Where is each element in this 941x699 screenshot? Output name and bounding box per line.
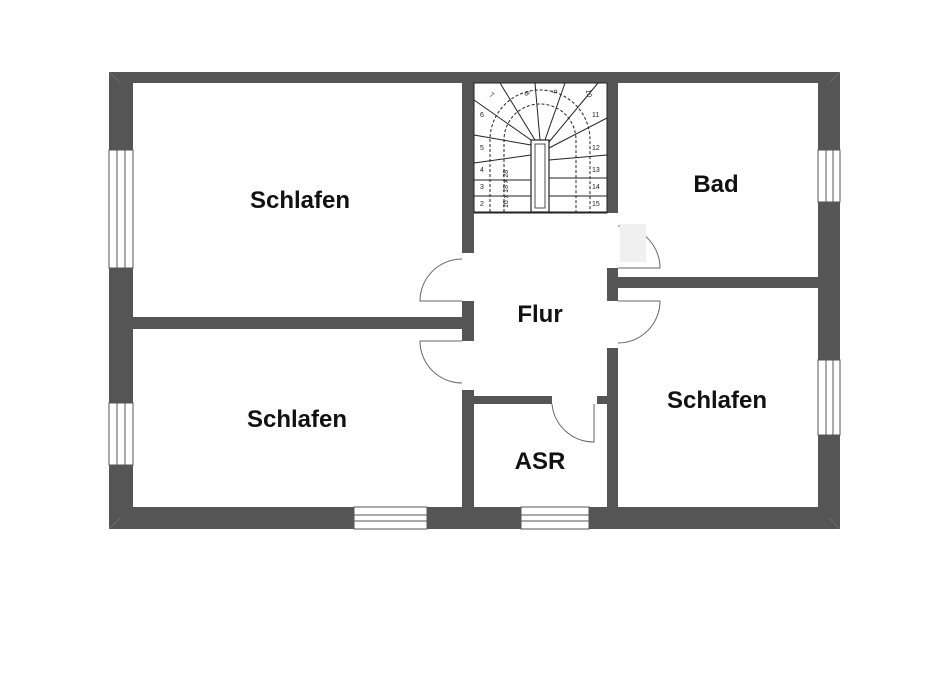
- outer-wall-right: [818, 72, 840, 529]
- window-left-upper: [108, 149, 134, 269]
- corner-marks: [108, 71, 841, 530]
- step-number: 6: [480, 112, 484, 119]
- room-label-storage: ASR: [515, 448, 566, 475]
- step-number: 2: [480, 201, 484, 208]
- wall-stair-right: [607, 83, 618, 213]
- step-number: 14: [592, 184, 600, 191]
- stair-specification: 16 x 18 x 28: [503, 170, 510, 208]
- door-bedroom-right: [617, 300, 661, 344]
- door-bedroom-top-left: [419, 258, 463, 302]
- interior-walls: [133, 83, 818, 507]
- wall-stair-left-mid: [462, 301, 474, 341]
- wall-stair-left-upper: [462, 83, 474, 253]
- step-number: 4: [480, 167, 484, 174]
- room-label-hallway: Flur: [517, 301, 562, 328]
- room-label-bedroom-right: Schlafen: [667, 387, 767, 414]
- outer-wall-top: [109, 72, 840, 83]
- step-number: 5: [480, 145, 484, 152]
- outer-wall-bottom: [109, 507, 840, 529]
- step-number: 10: [584, 89, 592, 98]
- door-storage: [551, 403, 595, 443]
- window-left-lower: [108, 402, 134, 466]
- wall-storage-top-left: [474, 396, 552, 404]
- step-number: 11: [592, 112, 599, 119]
- wall-left-rooms-divider: [133, 317, 474, 329]
- step-number: 7: [488, 92, 495, 100]
- wall-storage-left: [462, 390, 474, 507]
- room-label-bedroom-top-left: Schlafen: [250, 187, 350, 214]
- stair-walk-line: [503, 103, 577, 212]
- room-labels: Schlafen Schlafen Bad Flur Schlafen ASR: [247, 171, 767, 475]
- room-label-bathroom: Bad: [693, 171, 738, 198]
- wall-hall-right-pier: [607, 268, 618, 301]
- window-bottom-middle: [520, 506, 590, 530]
- staircase: 2 3 4 5 6 7 8 9 10 11 12 13 14 15 16 x 1…: [473, 82, 608, 214]
- step-number: 8: [522, 91, 530, 98]
- wall-storage-right: [607, 348, 618, 507]
- window-right-upper: [817, 149, 841, 203]
- stair-treads: [473, 82, 608, 213]
- step-number: 15: [592, 201, 600, 208]
- bath-door-shadow: [620, 224, 646, 262]
- window-bottom-left: [353, 506, 428, 530]
- step-number: 9: [550, 89, 558, 94]
- step-number: 12: [592, 145, 600, 152]
- wall-storage-top-right: [597, 396, 607, 404]
- windows: [108, 149, 841, 530]
- room-label-bedroom-bottom-left: Schlafen: [247, 406, 347, 433]
- window-right-lower: [817, 359, 841, 436]
- door-bedroom-bottom-left: [419, 340, 463, 384]
- stair-step-numbers: 2 3 4 5 6 7 8 9 10 11 12 13 14 15: [480, 89, 600, 208]
- step-number: 3: [480, 184, 484, 191]
- step-number: 13: [592, 167, 600, 174]
- wall-bath-bottom: [607, 277, 818, 288]
- doors: [419, 224, 661, 443]
